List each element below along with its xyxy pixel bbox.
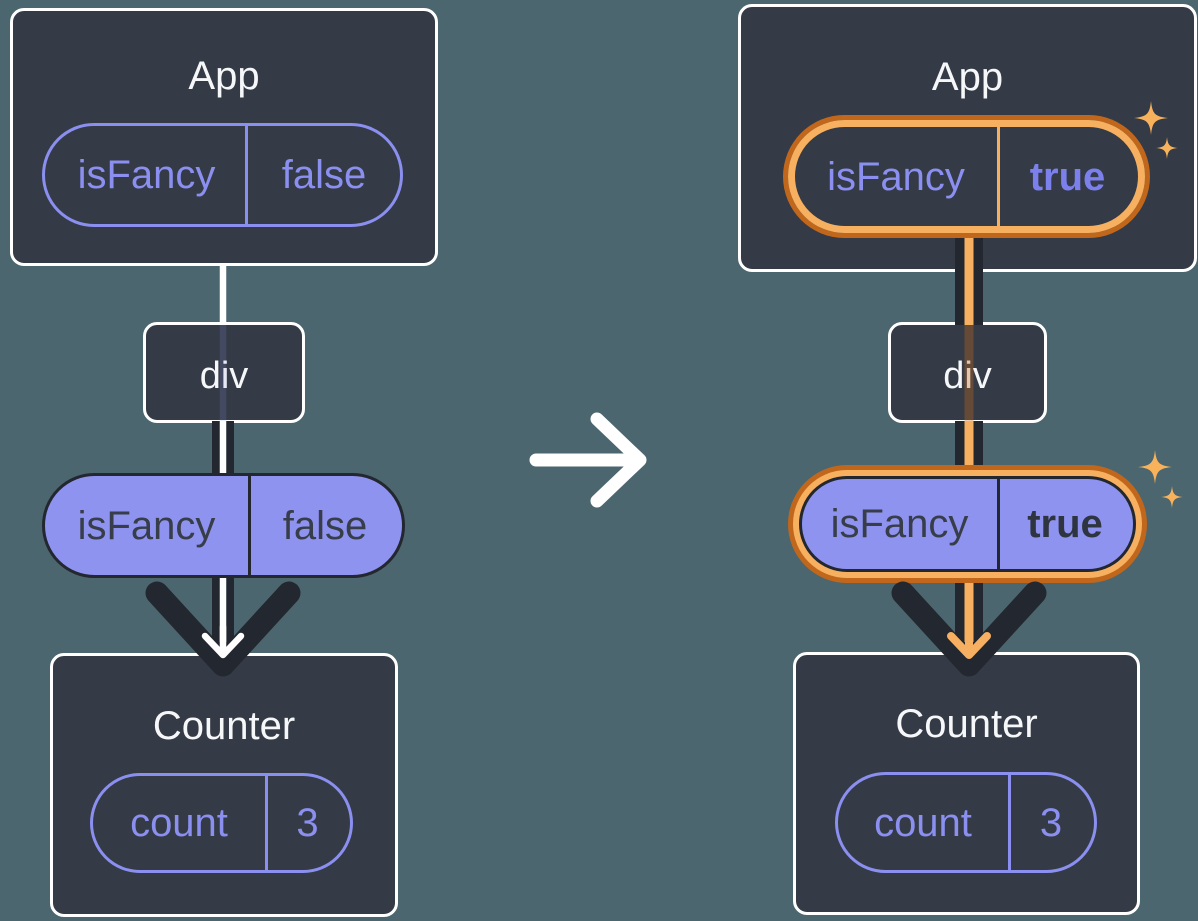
pill-value: false	[281, 153, 367, 197]
pill-key: count	[874, 800, 972, 845]
pill-value: false	[282, 503, 368, 548]
counter-state-pill-left: count 3	[90, 773, 353, 873]
sparkle-icon	[1134, 101, 1168, 135]
pill-key: isFancy	[77, 153, 216, 197]
counter-state-pill-right: count 3	[835, 772, 1097, 873]
counter-title: Counter	[152, 704, 296, 748]
arrow-down-core-icon	[201, 623, 245, 659]
prop-pill-left: isFancy false	[42, 473, 405, 578]
arrow-down-icon	[891, 581, 1047, 677]
pill-value: true	[1027, 502, 1103, 546]
arrow-down-core-highlight-icon	[947, 623, 991, 659]
pill-value: 3	[1039, 800, 1063, 845]
div-shaft-overlay-right	[964, 325, 974, 421]
pill-divider	[997, 479, 1000, 569]
counter-box-right: Counter	[793, 652, 1140, 915]
app-box-left: App	[10, 8, 438, 266]
app-title: App	[188, 54, 260, 98]
div-shaft-overlay-left	[219, 325, 227, 421]
pill-divider	[265, 776, 268, 870]
pill-key: isFancy	[830, 502, 969, 546]
div-box-right: div	[888, 322, 1047, 423]
pill-key: count	[130, 801, 228, 845]
app-box-right: App	[738, 4, 1197, 272]
div-box-left: div	[143, 322, 305, 423]
app-prop-pill-right-highlighted: isFancy true	[788, 120, 1145, 233]
app-prop-pill-left: isFancy false	[42, 123, 403, 227]
pill-divider	[1008, 775, 1011, 870]
div-title: div	[943, 355, 992, 397]
counter-title: Counter	[895, 702, 1038, 746]
div-title: div	[199, 355, 249, 397]
sparkle-icon	[1156, 137, 1178, 159]
pill-key: isFancy	[77, 503, 216, 548]
pill-key: isFancy	[827, 154, 965, 199]
sparkle-icon	[1161, 486, 1183, 508]
sparkle-icon	[1138, 450, 1172, 484]
pill-divider	[245, 126, 248, 224]
app-title: App	[931, 55, 1004, 99]
counter-box-left: Counter	[50, 653, 398, 917]
arrow-down-icon	[145, 581, 301, 677]
pill-divider	[997, 127, 1000, 226]
pill-divider	[248, 476, 251, 575]
pill-value: true	[1029, 154, 1106, 199]
pill-value: 3	[296, 801, 319, 845]
prop-pill-right-highlighted: isFancy true	[799, 476, 1136, 572]
arrow-right-icon	[529, 412, 647, 508]
